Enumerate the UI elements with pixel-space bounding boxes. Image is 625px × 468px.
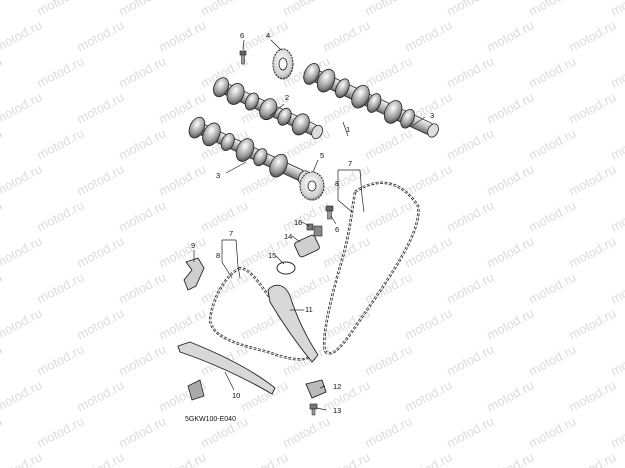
bracket-7-8-left xyxy=(221,239,241,279)
camshaft-2 xyxy=(213,77,323,140)
chain-guide-11 xyxy=(267,284,319,363)
bolt-13 xyxy=(309,403,318,416)
bolt-6-lower xyxy=(325,205,334,220)
callout-9: 9 xyxy=(191,241,195,250)
callout-10: 10 xyxy=(232,391,240,400)
callout-2: 2 xyxy=(285,93,289,102)
bracket-7-8-right xyxy=(337,169,365,213)
callout-7-left: 7 xyxy=(229,229,233,238)
bracket-12 xyxy=(305,379,327,399)
gasket-15 xyxy=(276,261,296,275)
callout-11: 11 xyxy=(305,305,313,314)
timing-chain-right xyxy=(323,181,420,355)
callout-1: 1 xyxy=(346,125,350,134)
callout-5: 5 xyxy=(320,151,324,160)
camshaft-sprocket-5 xyxy=(299,171,325,201)
callout-14: 14 xyxy=(284,232,292,241)
timing-chain-left xyxy=(208,266,314,361)
guide-mount-block xyxy=(187,379,205,401)
callout-13: 13 xyxy=(333,406,341,415)
diagram-code: 5GKW100-E040 xyxy=(185,416,236,423)
callout-7-right: 7 xyxy=(348,159,352,168)
callout-6-lower: 6 xyxy=(335,225,339,234)
guide-stopper-9 xyxy=(183,257,205,291)
callout-8-right: 8 xyxy=(335,179,339,188)
callout-6-upper: 6 xyxy=(240,31,244,40)
camshaft-sprocket-4 xyxy=(272,48,294,80)
callout-12: 12 xyxy=(333,382,341,391)
callout-3-lower: 3 xyxy=(216,171,220,180)
cap-bolt-16 xyxy=(306,223,314,231)
chain-guide-10 xyxy=(177,341,276,395)
bolt-6-upper xyxy=(239,50,247,65)
chain-tensioner-14 xyxy=(294,225,323,258)
camshaft-1 xyxy=(303,63,439,138)
callout-15: 15 xyxy=(268,251,276,260)
callout-8-left: 8 xyxy=(216,251,220,260)
callout-16: 16 xyxy=(294,218,302,227)
callout-3-upper: 3 xyxy=(430,111,434,120)
watermark-text: motod.ru xyxy=(608,0,625,19)
callout-4: 4 xyxy=(266,31,270,40)
timing-chain-right-inner xyxy=(323,182,419,354)
leader-lines xyxy=(193,39,426,411)
